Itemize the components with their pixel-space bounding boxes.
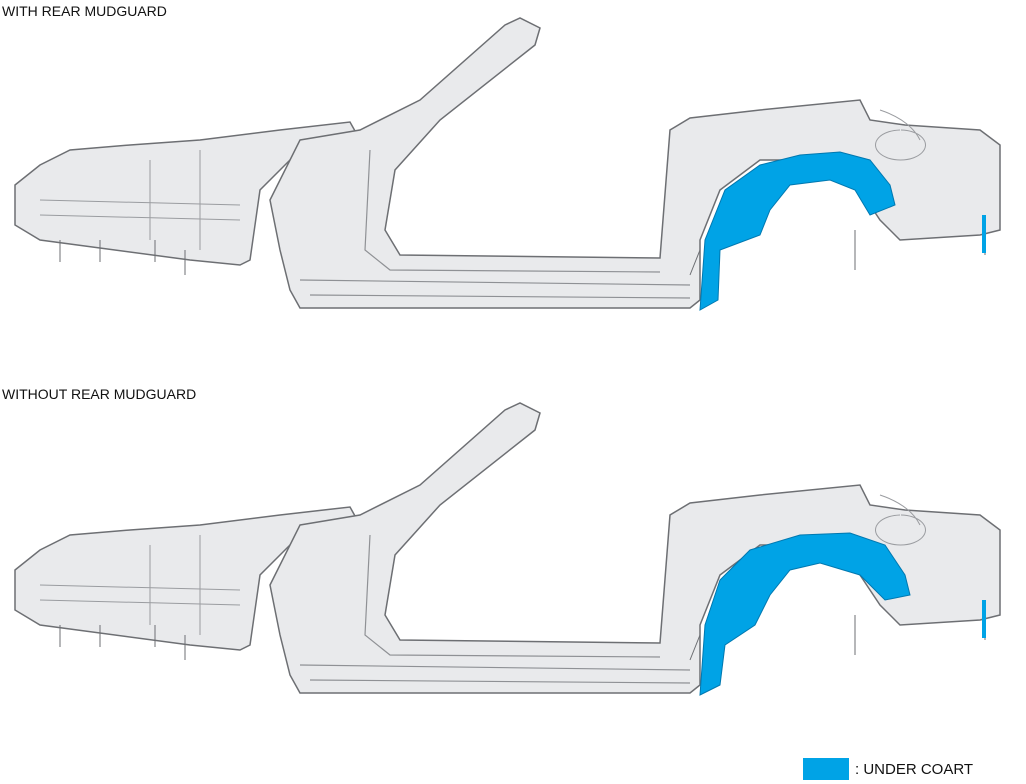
body-diagram-with-mudguard: [14, 17, 1001, 311]
diagram-title-without-mudguard: WITHOUT REAR MUDGUARD: [2, 386, 197, 402]
legend: : UNDER COART: [803, 758, 973, 780]
under-coat-area: [699, 151, 896, 311]
diagram-title-with-mudguard: WITH REAR MUDGUARD: [2, 3, 167, 19]
under-coat-area: [699, 532, 911, 696]
body-diagram-without-mudguard: [14, 402, 1001, 696]
under-coat-swatch: [803, 758, 849, 780]
legend-label: : UNDER COART: [855, 760, 974, 778]
